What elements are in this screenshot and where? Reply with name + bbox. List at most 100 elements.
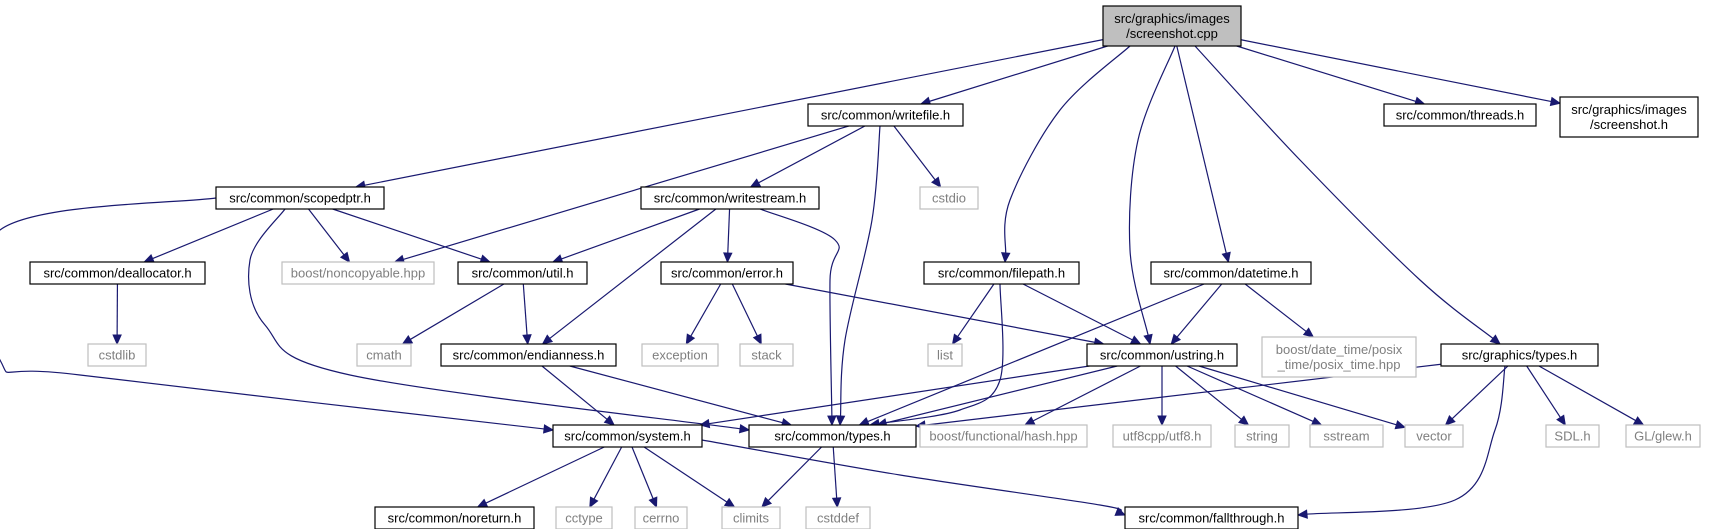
edge-gtypes-glew [1538, 365, 1645, 426]
node-deallocator[interactable]: src/common/deallocator.h [29, 261, 206, 285]
edge-scopedptr-deallocator [143, 208, 274, 263]
edge-line [402, 125, 849, 261]
node-box [552, 424, 703, 448]
node-string: string [1234, 424, 1290, 448]
arrowhead-icon [476, 498, 489, 508]
edge-gtypes-vector [1444, 365, 1509, 426]
node-label: cerrno [643, 511, 680, 526]
node-ustring[interactable]: src/common/ustring.h [1086, 343, 1238, 367]
edge-line [701, 439, 1122, 513]
node-climits: climits [721, 506, 781, 529]
node-writefile[interactable]: src/common/writefile.h [807, 103, 964, 127]
arrowhead-icon [1296, 509, 1308, 519]
edge-endianness-system [541, 365, 616, 426]
node-filepath[interactable]: src/common/filepath.h [923, 261, 1080, 285]
arrowhead-icon [1129, 335, 1142, 345]
edge-line [1004, 45, 1131, 255]
edge-scopedptr-types [248, 208, 751, 434]
edge-line [707, 365, 1090, 425]
edge-line [866, 283, 1205, 423]
node-cerrno: cerrno [634, 506, 688, 529]
edge-line [1175, 365, 1243, 421]
edge-ustring-vector [1198, 365, 1407, 430]
node-label: stack [751, 348, 782, 363]
arrowhead-icon [723, 497, 736, 508]
edge-filepath-list [951, 283, 995, 346]
node-writestream[interactable]: src/common/writestream.h [640, 186, 820, 210]
node-glew: GL/glew.h [1625, 424, 1701, 448]
node-util[interactable]: src/common/util.h [457, 261, 588, 285]
edge-writestream-error [723, 208, 733, 264]
arrowhead-icon [1556, 414, 1566, 427]
edge-system-cctype [589, 446, 623, 509]
node-box [660, 261, 794, 285]
arrowhead-icon [723, 252, 733, 264]
node-types[interactable]: src/common/types.h [748, 424, 917, 448]
node-box [919, 424, 1088, 448]
edge-gtypes-fallthrough [1296, 365, 1506, 519]
node-label: src/common/datetime.h [1163, 266, 1298, 281]
node-label: _time/posix_time.hpp [1277, 357, 1401, 372]
edge-types-cstddef [831, 446, 842, 509]
node-box [1234, 424, 1290, 448]
node-fallthrough[interactable]: src/common/fallthrough.h [1124, 506, 1299, 529]
node-label: cstddef [817, 511, 859, 526]
node-box [919, 186, 979, 210]
edge-deallocator-cstdlib [112, 283, 122, 346]
node-noreturn[interactable]: src/common/noreturn.h [374, 506, 535, 529]
edge-line [1175, 283, 1223, 339]
edge-line [0, 197, 546, 430]
node-label: src/graphics/images [1114, 11, 1230, 26]
edge-util-endianness [522, 283, 532, 346]
node-label: src/common/types.h [774, 429, 890, 444]
node-scopedptr[interactable]: src/common/scopedptr.h [215, 186, 385, 210]
arrowhead-icon [1114, 507, 1127, 516]
node-threads[interactable]: src/common/threads.h [1383, 103, 1537, 127]
node-root[interactable]: src/graphics/images/screenshot.cpp [1102, 5, 1242, 47]
node-sdl: SDL.h [1545, 424, 1600, 448]
node-datetime[interactable]: src/common/datetime.h [1150, 261, 1312, 285]
edge-line [893, 125, 937, 182]
node-box [641, 343, 719, 367]
node-hash: boost/functional/hash.hpp [919, 424, 1088, 448]
node-label: boost/functional/hash.hpp [929, 429, 1077, 444]
node-endianness[interactable]: src/common/endianness.h [440, 343, 617, 367]
arrowhead-icon [1489, 334, 1501, 345]
node-label: /screenshot.h [1590, 117, 1668, 132]
arrowhead-icon [339, 251, 351, 263]
node-box [281, 261, 435, 285]
arrowhead-icon [1221, 251, 1231, 264]
edge-line [569, 365, 784, 424]
node-cstdlib: cstdlib [87, 343, 147, 367]
node-gtypes[interactable]: src/graphics/types.h [1440, 343, 1599, 367]
arrowhead-icon [1001, 252, 1011, 264]
node-box [1559, 96, 1699, 138]
edge-writestream-util [551, 208, 700, 264]
node-label: src/common/deallocator.h [43, 266, 191, 281]
arrowhead-icon [1394, 420, 1407, 430]
edge-line [839, 125, 881, 418]
node-error[interactable]: src/common/error.h [660, 261, 794, 285]
edge-writestream-types [759, 208, 840, 427]
edge-system-climits [643, 446, 736, 508]
node-box [1383, 103, 1537, 127]
node-system[interactable]: src/common/system.h [552, 424, 703, 448]
arrowhead-icon [1302, 327, 1315, 338]
edge-line [484, 446, 605, 505]
node-label: src/common/writestream.h [654, 191, 806, 206]
node-box [1086, 343, 1238, 367]
node-screenshot-h[interactable]: src/graphics/images/screenshot.h [1559, 96, 1699, 138]
edge-line [928, 45, 1108, 103]
node-cstddef: cstddef [805, 506, 871, 529]
node-box [374, 506, 535, 529]
file-nodes: src/graphics/images/screenshot.cpp src/co… [29, 5, 1701, 529]
arrowhead-icon [401, 335, 414, 345]
edge-line [631, 446, 655, 500]
node-label: src/common/filepath.h [938, 266, 1065, 281]
arrowhead-icon [827, 415, 837, 427]
node-label: src/common/ustring.h [1100, 348, 1224, 363]
arrowhead-icon [543, 424, 555, 434]
node-label: src/common/scopedptr.h [229, 191, 371, 206]
node-label: src/graphics/images [1571, 102, 1687, 117]
node-box [356, 343, 412, 367]
